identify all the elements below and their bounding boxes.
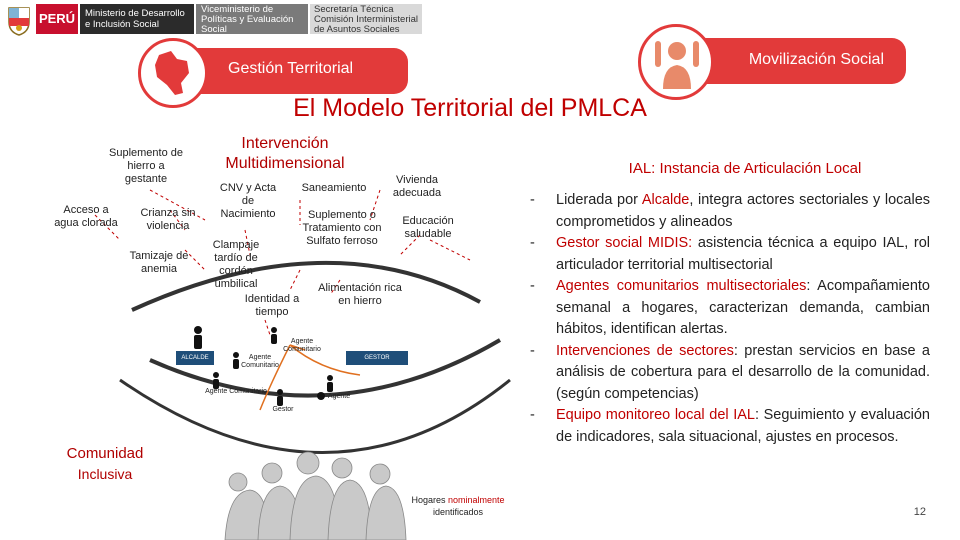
top-arc [131, 261, 481, 312]
page-number: 12 [913, 506, 926, 518]
ial-item: -Equipo monitoreo local del IAL: Seguimi… [530, 407, 930, 445]
cnv-label: CNV y Acta de Nacimiento [219, 182, 277, 220]
peru-map-icon [138, 38, 208, 108]
vivienda-label: Vivienda adecuada [392, 174, 442, 199]
bottom-arc [149, 338, 502, 398]
people-icons [194, 326, 333, 406]
coat-of-arms-icon [8, 7, 30, 36]
page-title: El Modelo Territorial del PMLCA [293, 94, 647, 122]
suplemento-hierro-label: Suplemento de hierro a gestante [109, 147, 183, 185]
agente-comunitario-label-2: Agente Comunitario [241, 354, 279, 369]
agente-comunitario-label-3: Agente Comunitario [205, 388, 267, 395]
ministerio-label: Ministerio de Desarrollo e Inclusión Soc… [80, 4, 194, 34]
lower-arc [119, 378, 511, 454]
raised-hand-person-icon [638, 24, 714, 100]
alimentacion-label: Alimentación rica en hierro [318, 282, 402, 307]
viceministerio-label: Viceministerio de Políticas y Evaluación… [196, 4, 308, 35]
inclusiva-label: Inclusiva [77, 466, 133, 482]
comunidad-label: Comunidad [66, 445, 144, 462]
gestor-label: GESTOR [346, 351, 408, 365]
gestor-small-label: Gestor [272, 406, 294, 413]
hogares-highlight: nominalmente [448, 495, 505, 505]
ial-item: -Gestor social MIDIS: asistencia técnica… [530, 235, 930, 273]
tamizaje-label: Tamizaje de anemia [129, 250, 189, 275]
intervencion-label: Intervención Multidimensional [225, 135, 345, 172]
ial-item: -Agentes comunitarios multisectoriales: … [530, 278, 930, 337]
crianza-label: Crianza sin violencia [140, 207, 196, 232]
ial-title: IAL: Instancia de Articulación Local [628, 160, 862, 177]
suplemento-sulfato-label: Suplemento o Tratamiento con Sulfato fer… [302, 209, 382, 247]
ial-item: -Intervenciones de sectores: prestan ser… [530, 342, 930, 402]
agente-comunitario-label-1: Agente Comunitario [283, 338, 321, 353]
educacion-label: Educación saludable [402, 215, 454, 240]
movilizacion-social-label: Movilización Social [748, 51, 884, 68]
acceso-agua-label: Acceso a agua clorada [54, 204, 118, 229]
gestion-territorial-label: Gestión Territorial [228, 60, 354, 77]
secretaria-label: Secretaría Técnica Comisión Interministe… [310, 4, 422, 35]
community-crowd-icon [224, 451, 407, 540]
territorial-model-diagram [94, 189, 511, 540]
alcalde-label: ALCALDE [176, 351, 214, 365]
agente-label: Agente [327, 393, 351, 400]
identidad-label: Identidad a tiempo [244, 293, 300, 318]
ial-list: -Liderada por Alcalde, integra actores s… [528, 190, 930, 448]
clampaje-label: Clampaje tardío de cordón umbilical [212, 239, 260, 290]
hogares-label: Hogares nominalmente identificados [411, 495, 505, 517]
header-bar: PERÚ Ministerio de Desarrollo e Inclusió… [0, 0, 425, 38]
gestion-territorial-banner: Gestión Territorial [182, 48, 408, 94]
saneamiento-label: Saneamiento [301, 182, 367, 194]
peru-label: PERÚ [36, 4, 78, 34]
ial-item: -Liderada por Alcalde, integra actores s… [530, 192, 931, 230]
